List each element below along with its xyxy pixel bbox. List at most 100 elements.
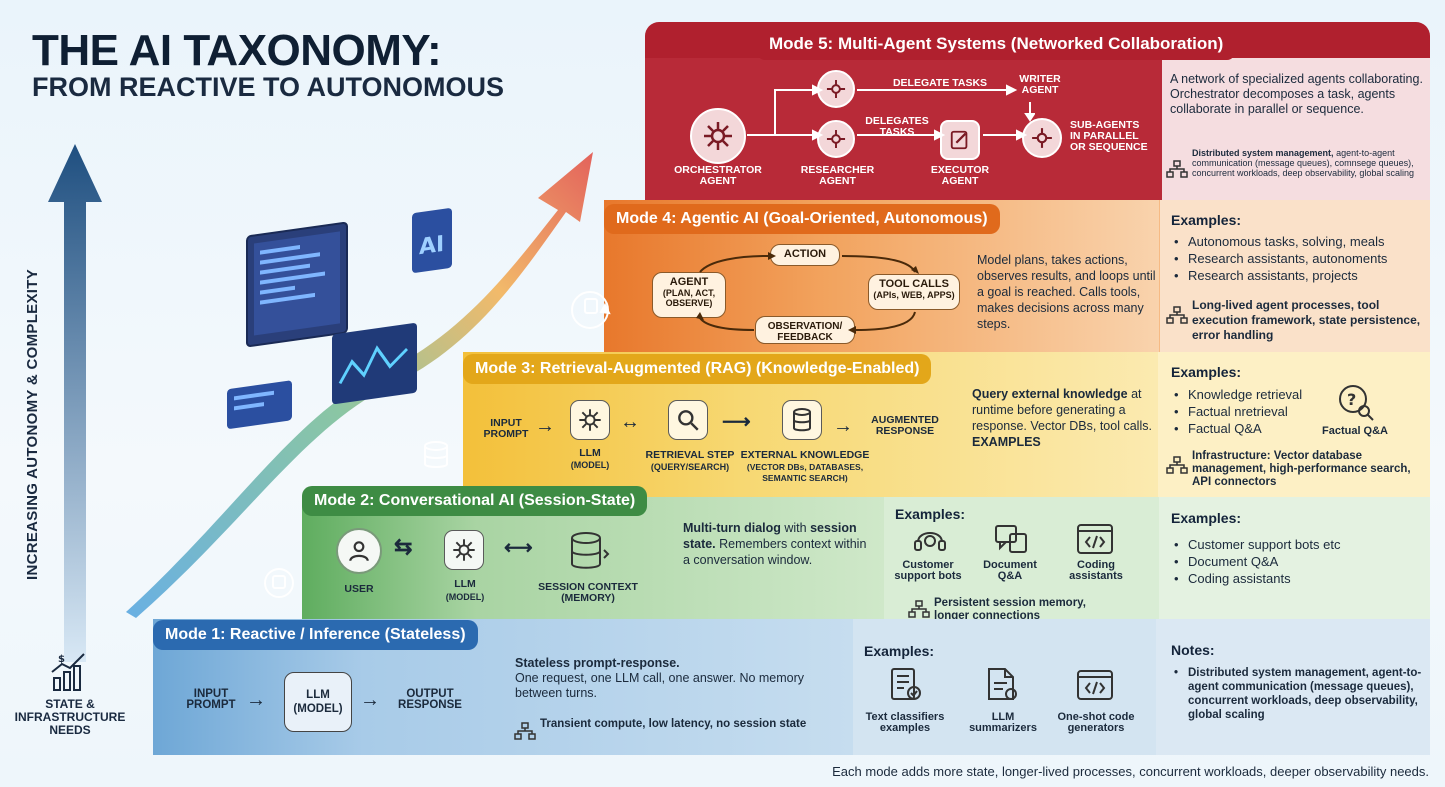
- search-icon: [668, 400, 708, 440]
- network-icon: [1166, 456, 1188, 474]
- arrow-right-icon: →: [246, 689, 266, 711]
- page-title: THE AI TAXONOMY:: [32, 26, 442, 75]
- knowledge-database-icon: [782, 400, 822, 440]
- mode2-llm-label: LLM: [454, 578, 476, 590]
- list-item: Knowledge retrieval: [1170, 386, 1340, 403]
- mode5-infra-bold: Distributed system management,: [1192, 148, 1334, 158]
- mode4-tab: Mode 4: Agentic AI (Goal-Oriented, Auton…: [604, 204, 1000, 234]
- svg-text:$: $: [58, 654, 65, 665]
- mode2-user-label: USER: [344, 583, 374, 595]
- mode3-desc-rest: at runtime before generating a response.…: [972, 387, 1152, 433]
- example-label: LLM summarizers: [969, 711, 1037, 734]
- chat-icon: [264, 568, 294, 598]
- delegate-tasks-label: DELEGATE TASKS: [892, 77, 988, 89]
- mode1-desc-bold: Stateless prompt-response.: [515, 656, 680, 670]
- page-subtitle: FROM REACTIVE TO AUTONOMOUS: [32, 72, 505, 102]
- mode3-retrieval-sub: (QUERY/SEARCH): [650, 462, 730, 472]
- mode1-input-label: INPUT PROMPT: [186, 688, 236, 711]
- text-classifier-icon: [891, 668, 921, 700]
- action-node: ACTION: [770, 244, 840, 266]
- list-item: Distributed system management, agent-to-…: [1170, 666, 1428, 722]
- subagents-label: SUB-AGENTS IN PARALLEL OR SEQUENCE: [1070, 119, 1148, 153]
- list-item: Autonomous tasks, solving, meals: [1170, 233, 1428, 250]
- mode1-notes-header: Notes:: [1171, 642, 1215, 658]
- arrow-bidirectional-icon: ↔: [620, 411, 640, 433]
- session-database-icon: [571, 532, 610, 569]
- mode5-notes-area: [1162, 58, 1430, 200]
- mode4-infra: Long-lived agent processes, tool executi…: [1192, 298, 1421, 342]
- mode4-examples-header: Examples:: [1171, 212, 1242, 228]
- autonomy-arrow-icon: [48, 144, 102, 662]
- mode3-examples-list: Knowledge retrieval Factual nretrieval F…: [1170, 386, 1340, 437]
- arrow-right-icon: →: [360, 689, 380, 711]
- list-item: Document Q&A: [1170, 553, 1428, 570]
- llm-icon: [444, 530, 484, 570]
- mode1-examples-header: Examples:: [864, 643, 935, 659]
- mode2-description: Multi-turn dialog with session state. Re…: [683, 520, 873, 568]
- mode1-infra: Transient compute, low latency, no sessi…: [540, 718, 807, 730]
- mode5-infra-rest: agent-to-agent communication (message qu…: [1192, 148, 1414, 178]
- arrow-right-icon: →: [535, 415, 555, 437]
- mode2-diagram-area: [302, 497, 884, 619]
- mode3-llm-label: LLM: [579, 447, 601, 459]
- orchestrator-label: ORCHESTRATOR AGENT: [674, 164, 762, 187]
- mode4-examples-list: Autonomous tasks, solving, meals Researc…: [1170, 233, 1428, 284]
- tool-calls-title: TOOL CALLS: [879, 278, 949, 290]
- delegates-tasks-label: DELEGATES TASKS: [865, 115, 929, 138]
- list-item: Research assistants, projects: [1170, 267, 1428, 284]
- mode2-icon-examples-area: [884, 497, 1159, 619]
- list-item: Coding assistants: [1170, 570, 1428, 587]
- mode1-output-label: OUTPUT RESPONSE: [398, 688, 462, 711]
- arrow-long-right-icon: ⟶: [722, 411, 751, 433]
- network-icon: [1166, 306, 1188, 324]
- mode4-description: Model plans, takes actions, observes res…: [977, 253, 1156, 331]
- database-icon: [424, 441, 448, 468]
- example-label: Document Q&A: [983, 559, 1037, 582]
- growth-arrow-icon: [126, 152, 593, 618]
- headset-icon: [914, 532, 946, 551]
- code-icon: [1077, 524, 1113, 554]
- document-chat-icon: [995, 525, 1027, 553]
- arrow-bidirectional-icon: ⟷: [504, 537, 533, 559]
- agent-loop-arrows-icon: [696, 252, 919, 334]
- mode2-icon-examples-header: Examples:: [895, 506, 966, 522]
- example-label: Coding assistants: [1069, 559, 1123, 582]
- researcher-agent-icon: [817, 120, 855, 158]
- executor-agent-icon: [940, 120, 980, 160]
- mode5-infra: Distributed system management, agent-to-…: [1192, 148, 1424, 178]
- agent-node-title: AGENT: [669, 276, 709, 288]
- factual-qa-icon-label: Factual Q&A: [1321, 425, 1388, 437]
- summarizer-icon: [988, 668, 1017, 700]
- mode2-desc-mid: with: [780, 521, 811, 535]
- mode2-desc-rest: Remembers context within a conversation …: [683, 537, 867, 567]
- mode1-desc-rest: One request, one LLM call, one answer. N…: [515, 671, 805, 700]
- orchestrator-agent-icon: [690, 108, 746, 164]
- network-icon: [908, 600, 930, 618]
- computer-screens-illustration-icon: AI: [227, 208, 452, 429]
- mode3-retrieval-label: RETRIEVAL STEP: [645, 449, 735, 461]
- mode1-description: Stateless prompt-response. One request, …: [515, 656, 815, 701]
- writer-label: WRITER AGENT: [1019, 73, 1061, 96]
- bar-chart-icon: $: [51, 653, 85, 691]
- researcher-label: RESEARCHER AGENT: [800, 164, 875, 187]
- mode1-notes-list: Distributed system management, agent-to-…: [1170, 666, 1428, 722]
- mode3-external-sub: (VECTOR DBs, DATABASES, SEMANTIC SEARCH): [746, 462, 864, 483]
- mode2-examples-header: Examples:: [1171, 510, 1242, 526]
- mode3-desc-examples: EXAMPLES: [972, 435, 1041, 449]
- mode3-desc-bold: Query external knowledge: [972, 387, 1128, 401]
- mode2-llm-sub: (MODEL): [445, 592, 485, 602]
- arrows-exchange-icon: ⇆: [394, 534, 413, 559]
- mode3-examples-header: Examples:: [1171, 364, 1242, 380]
- mode3-input-label: INPUT PROMPT: [483, 417, 529, 440]
- mode2-examples-list: Customer support bots etc Document Q&A C…: [1170, 536, 1428, 587]
- mode3-tab: Mode 3: Retrieval-Augmented (RAG) (Knowl…: [463, 354, 932, 384]
- list-item: Research assistants, autonoments: [1170, 250, 1428, 267]
- mode2-session-label: SESSION CONTEXT (MEMORY): [538, 581, 638, 604]
- svg-text:AI: AI: [419, 231, 444, 260]
- observation-node: OBSERVATION/ FEEDBACK: [755, 316, 855, 344]
- code-icon: [1077, 670, 1113, 700]
- footer-note: Each mode adds more state, longer-lived …: [832, 764, 1429, 779]
- example-label: Text classifiers examples: [865, 711, 945, 734]
- network-icon: [1166, 160, 1188, 178]
- vertical-axis-label: INCREASING AUTONOMY & COMPLEXITY: [24, 268, 41, 580]
